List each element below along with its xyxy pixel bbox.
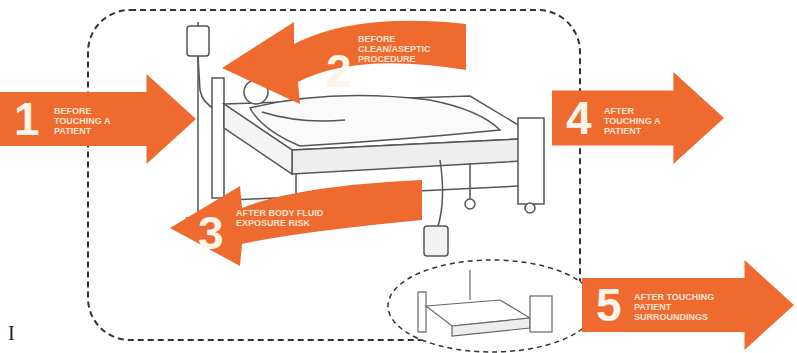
moment-arrow: 1 BEFORE TOUCHING A PATIENT [0,74,196,164]
arrow-outline [582,260,794,350]
headboard [212,78,224,198]
iv-bag [187,26,209,56]
footboard [518,118,544,204]
bed-wheel [525,203,535,213]
small-cabinet [530,296,552,332]
arrow-outline [170,180,422,266]
moment-text: AFTER TOUCHING A PATIENT [604,106,674,136]
small-bed [418,270,552,336]
moment-number: 4 [566,95,592,141]
drain-tube [438,160,443,226]
small-lamp [469,270,470,300]
moment-number: 3 [198,210,224,256]
arrow-outline [552,72,724,164]
figure-marker: I [8,322,15,345]
moment-number: 1 [14,96,40,142]
moment-number: 2 [326,48,352,94]
small-headboard [418,292,426,332]
moment-text: BEFORE TOUCHING A PATIENT [54,106,134,136]
arrow-outline [222,21,466,104]
patient-blanket [250,96,500,147]
surroundings-circle [388,260,596,352]
moment-arrow: 3 AFTER BODY FLUID EXPOSURE RISK [170,178,422,268]
moment-arrow: 5 AFTER TOUCHING PATIENT SURROUNDINGS [582,260,794,350]
moment-text: AFTER TOUCHING PATIENT SURROUNDINGS [634,292,738,322]
patient-arm [262,112,345,121]
small-mattress-side [452,318,530,336]
moment-arrow: 2BEFORE CLEAN/ASEPTIC PROCEDURE [222,18,466,108]
moment-text: BEFORE CLEAN/ASEPTIC PROCEDURE [358,34,458,64]
arrow-outline [0,74,196,164]
fluid-bag [424,226,448,256]
moment-number: 5 [596,282,622,328]
moment-arrow: 4 AFTER TOUCHING A PATIENT [552,72,724,164]
moment-text: AFTER BODY FLUID EXPOSURE RISK [236,208,336,228]
bed-leg [469,163,471,200]
bed-wheel [465,199,475,209]
